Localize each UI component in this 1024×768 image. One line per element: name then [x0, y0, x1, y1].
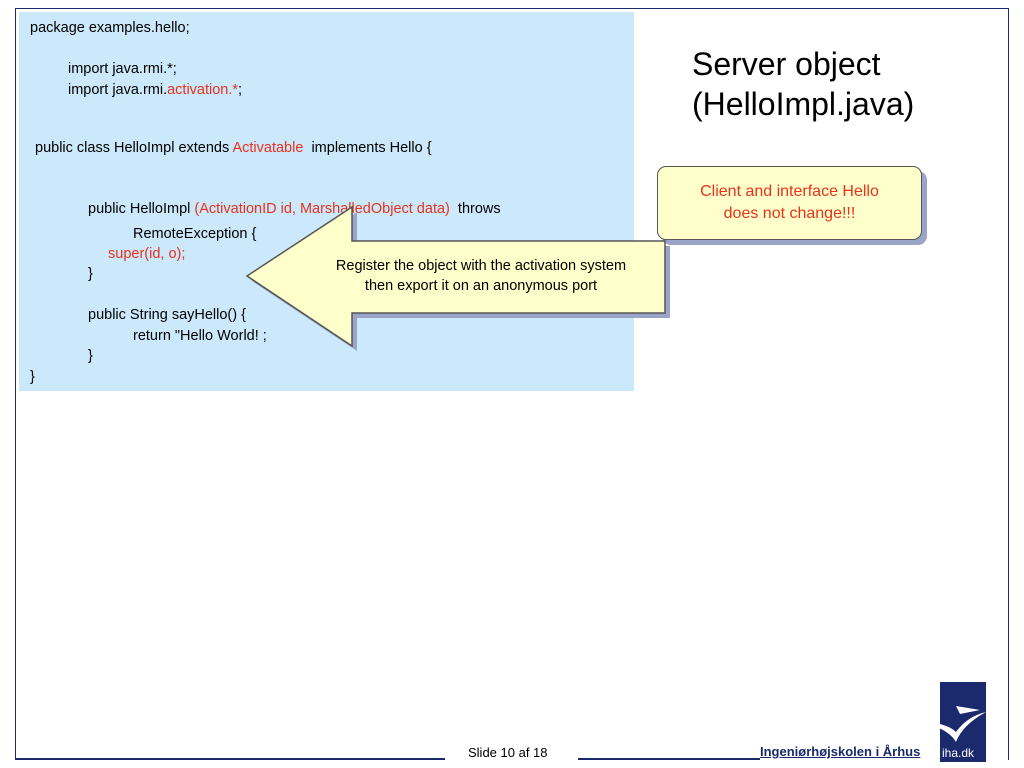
- arrow-note-line1: Register the object with the activation …: [335, 258, 627, 274]
- logo-text: iha.dk: [941, 746, 975, 760]
- callout-text-line2: does not change!!!: [723, 205, 856, 222]
- code-line-return: return "Hello World! ;: [133, 328, 267, 344]
- slide-title-line1: Server object: [692, 46, 881, 82]
- code-line-sayhello: public String sayHello() {: [88, 307, 246, 323]
- code-line-import-activation: import java.rmi.activation.*;: [68, 82, 243, 98]
- left-arrow-shape: [245, 205, 666, 348]
- institution-name: Ingeniørhøjskolen i Århus: [760, 744, 921, 759]
- code-line-class-declaration: public class HelloImpl extends Activatab…: [35, 140, 432, 156]
- callout-text: Client and interface Hello does not chan…: [700, 181, 879, 225]
- code-line-super-call: super(id, o);: [108, 246, 186, 262]
- code-line-remote-exception: RemoteException {: [133, 226, 257, 242]
- arrow-note-text: Register the object with the activation …: [300, 257, 662, 296]
- code-line-package: package examples.hello;: [30, 20, 190, 36]
- slide-number: Slide 10 af 18: [468, 745, 548, 760]
- code-line-constructor: public HelloImpl (ActivationID id, Marsh…: [88, 201, 501, 217]
- callout-box: Client and interface Hello does not chan…: [657, 166, 922, 240]
- logo-wing-icon: [920, 712, 986, 742]
- arrow-note-line2: then export it on an anonymous port: [364, 277, 598, 294]
- slide-title: Server object (HelloImpl.java): [692, 44, 914, 124]
- callout-text-line1: Client and interface Hello: [700, 183, 879, 200]
- iha-logo: [920, 682, 986, 762]
- slide-title-line2: (HelloImpl.java): [692, 86, 915, 122]
- code-line-method-close: }: [88, 348, 93, 364]
- slide-border: [15, 8, 1009, 760]
- logo-block: [940, 682, 986, 762]
- footer-rule-left: [15, 758, 445, 760]
- logo-wing-tip-icon: [956, 706, 980, 714]
- code-line-import-rmi: import java.rmi.*;: [68, 61, 177, 77]
- code-line-constructor-close: }: [88, 266, 93, 282]
- footer-rule-right: [578, 758, 760, 760]
- code-line-class-close: }: [30, 369, 35, 385]
